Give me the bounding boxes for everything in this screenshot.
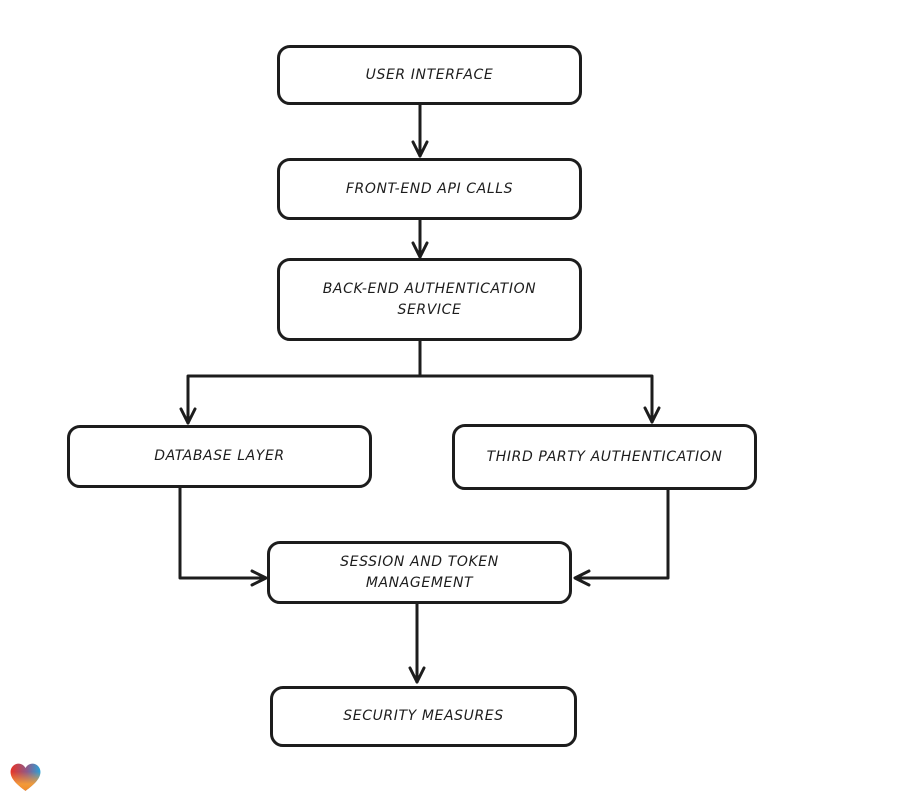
edge-database-layer-to-session-and-token-management (178, 485, 268, 587)
node-session-and-token-management: SESSION AND TOKEN MANAGEMENT (267, 541, 572, 604)
node-database-layer-label: DATABASE LAYER (154, 448, 285, 464)
edge-third-party-authentication-to-session-and-token-management (573, 487, 670, 587)
node-session-and-token-management-label: SESSION AND TOKEN MANAGEMENT (340, 553, 499, 591)
node-security-measures-label: SECURITY MEASURES (343, 708, 504, 724)
node-third-party-authentication: THIRD PARTY AUTHENTICATION (452, 424, 757, 490)
edge-front-end-api-calls-to-back-end-authentication-service (411, 217, 429, 259)
node-front-end-api-calls-label: FRONT-END API CALLS (345, 180, 514, 197)
node-back-end-authentication-service-label: BACK-END AUTHENTICATION SERVICE (322, 280, 537, 318)
edge-session-and-token-management-to-security-measures (408, 601, 426, 684)
node-user-interface: USER INTERFACE (277, 45, 582, 105)
edge-user-interface-to-front-end-api-calls (411, 102, 429, 158)
node-front-end-api-calls: FRONT-END API CALLS (277, 158, 582, 220)
node-back-end-authentication-service: BACK-END AUTHENTICATION SERVICE (277, 258, 582, 341)
node-security-measures: SECURITY MEASURES (270, 686, 577, 747)
heart-icon (10, 763, 41, 791)
edge-back-end-authentication-service-to-third-party-authentication (418, 338, 661, 424)
node-database-layer: DATABASE LAYER (67, 425, 372, 488)
node-user-interface-label: USER INTERFACE (365, 66, 494, 83)
node-third-party-authentication-label: THIRD PARTY AUTHENTICATION (486, 448, 723, 465)
edge-back-end-authentication-service-to-database-layer (179, 338, 422, 425)
